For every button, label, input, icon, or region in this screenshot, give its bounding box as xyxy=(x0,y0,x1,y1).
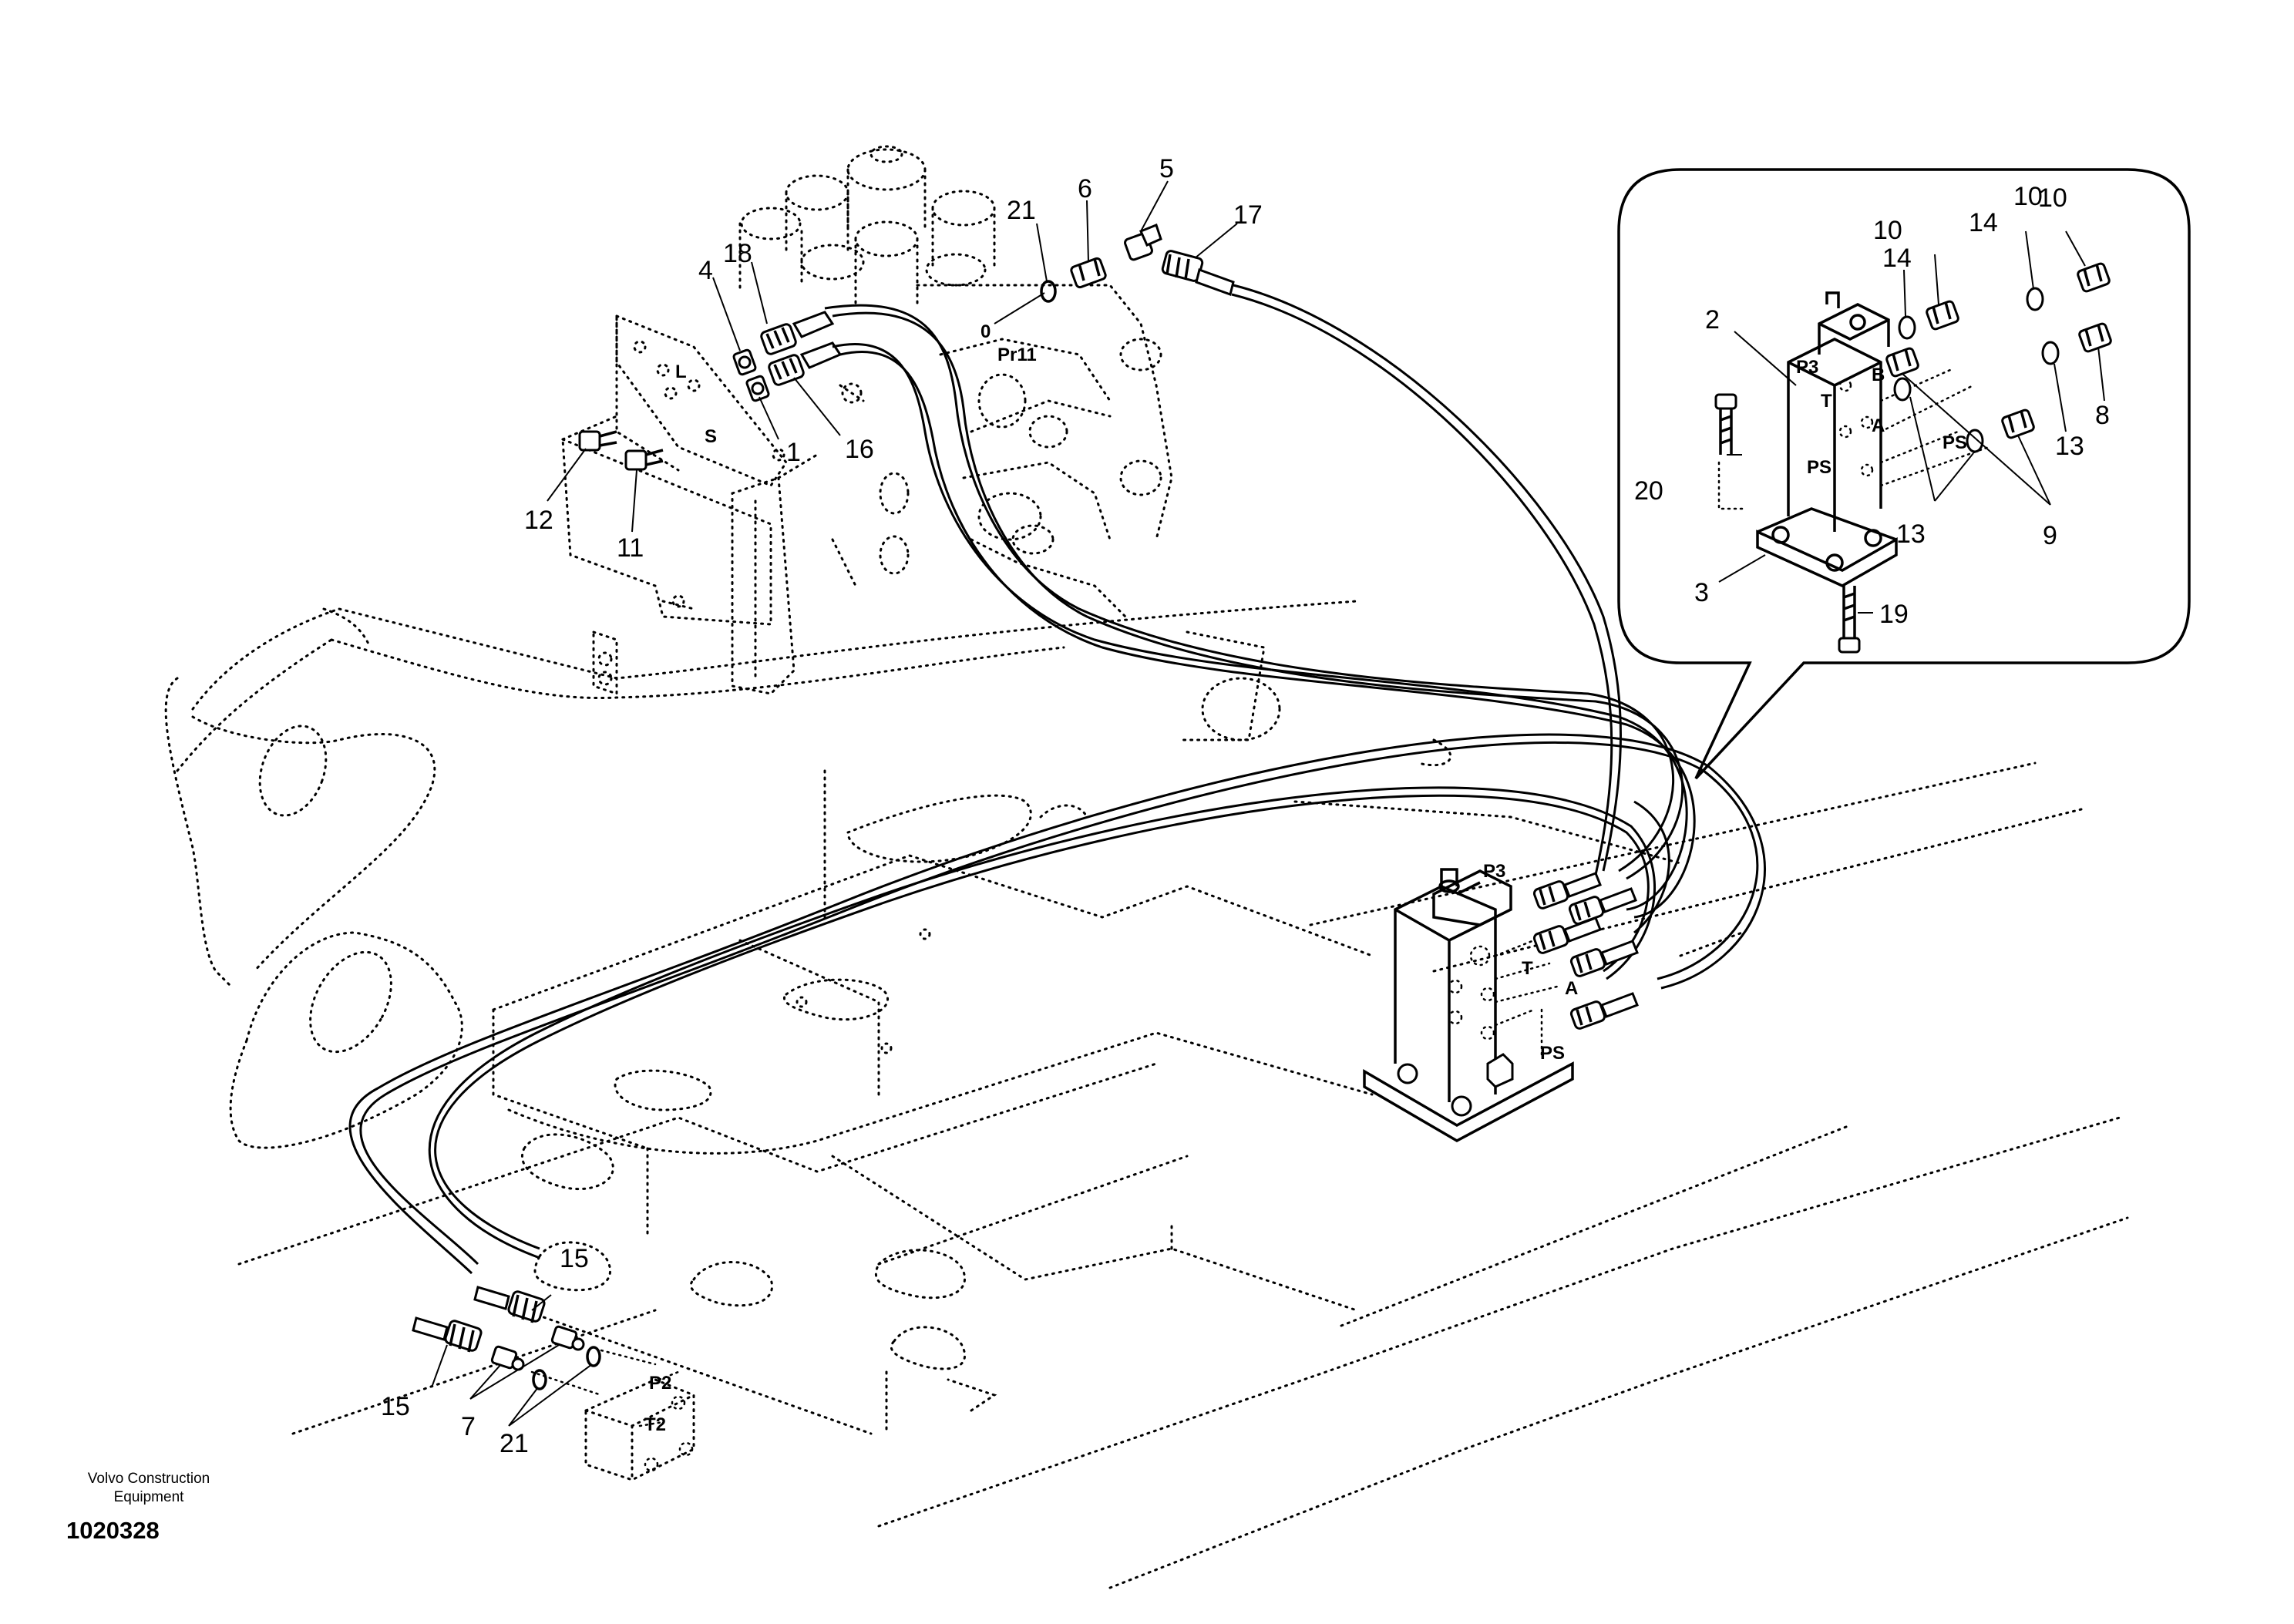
port-label-p3-main: P3 xyxy=(1483,861,1505,882)
callout-10b: 10 xyxy=(2038,183,2067,213)
port-labels: L S 0 Pr11 P3 T A PS P3 B T A PS PS P2 T… xyxy=(644,321,1967,1435)
detail-fittings xyxy=(1714,262,2112,654)
hose-end-18 xyxy=(760,311,835,355)
port-label-s: S xyxy=(705,426,717,447)
port-label-t2: T2 xyxy=(644,1414,666,1435)
hose-end-16 xyxy=(768,341,843,386)
port-label-t-main: T xyxy=(1522,958,1533,979)
solenoid-valve-detail xyxy=(1717,291,1990,587)
callout-10c: 10 xyxy=(2013,182,2043,211)
port-label-b-detail: B xyxy=(1872,365,1885,385)
adapter-7a xyxy=(490,1345,525,1371)
hoses xyxy=(348,284,1766,1275)
callout-20: 20 xyxy=(1634,476,1663,506)
callout-8: 8 xyxy=(2095,401,2110,430)
hose-end-15a xyxy=(412,1316,483,1353)
hose-end-p3 xyxy=(1532,872,1602,910)
adapter-8 xyxy=(2078,322,2112,353)
adapter-1 xyxy=(745,375,770,402)
callout-15b: 15 xyxy=(560,1244,589,1273)
hose-end-ps xyxy=(1569,992,1639,1030)
callout-12: 12 xyxy=(524,506,553,535)
drawing-number: 1020328 xyxy=(66,1517,160,1544)
credit-company-line2: Equipment xyxy=(113,1489,184,1505)
callout-13a: 13 xyxy=(1896,519,1926,549)
callout-14b: 14 xyxy=(1969,208,1998,237)
port-label-p2: P2 xyxy=(649,1373,671,1394)
callout-7: 7 xyxy=(461,1412,476,1441)
leader-lines xyxy=(431,180,2105,1427)
callout-17: 17 xyxy=(1233,200,1263,230)
adapter-10b xyxy=(2077,262,2111,293)
callout-9: 9 xyxy=(2043,521,2057,550)
callout-5: 5 xyxy=(1159,154,1174,183)
port-label-p3-detail: P3 xyxy=(1796,357,1818,378)
control-valve xyxy=(738,145,1173,618)
port-label-ps-detail-2: PS xyxy=(1942,432,1967,453)
fittings-control-valve xyxy=(578,224,1235,471)
port-label-l: L xyxy=(675,361,687,382)
port-label-0: 0 xyxy=(980,321,991,342)
port-label-a-detail: A xyxy=(1872,415,1885,436)
callout-1: 1 xyxy=(786,438,801,467)
solenoid-valve-main xyxy=(1363,868,1574,1143)
callout-16: 16 xyxy=(845,435,874,464)
adapter-4 xyxy=(732,348,757,376)
callout-10a: 10 xyxy=(1873,216,1902,245)
hose-ends-main-valve xyxy=(1532,872,1639,1030)
adapter-9b xyxy=(2001,409,2035,439)
adapter-10a xyxy=(1926,300,1959,331)
callout-11: 11 xyxy=(617,533,644,563)
port-label-ps-main: PS xyxy=(1540,1043,1565,1064)
port-label-a-main: A xyxy=(1565,978,1578,999)
port-label-t-detail: T xyxy=(1821,391,1832,412)
lower-fittings xyxy=(412,1286,695,1481)
hose-end-17 xyxy=(1161,250,1235,296)
callout-3: 3 xyxy=(1694,578,1709,607)
detail-bubble xyxy=(1617,168,2191,780)
callout-15a: 15 xyxy=(381,1392,410,1421)
hose-end-t xyxy=(1532,916,1602,954)
hose-end-15b xyxy=(473,1286,546,1323)
callout-6: 6 xyxy=(1078,174,1092,203)
adapter-7b xyxy=(550,1325,585,1351)
callout-19: 19 xyxy=(1879,600,1909,629)
mounting-bracket xyxy=(561,314,796,696)
port-label-ps-detail: PS xyxy=(1807,457,1832,478)
callouts: 1 2 3 4 5 6 7 8 9 10 10 10 11 12 13 13 1… xyxy=(381,154,2110,1458)
adapter-6 xyxy=(1070,257,1107,289)
hose-end-a xyxy=(1569,940,1639,977)
port-label-pr11: Pr11 xyxy=(997,345,1037,365)
callout-4: 4 xyxy=(698,256,713,285)
bolt-19 xyxy=(1838,586,1861,654)
callout-18: 18 xyxy=(723,239,752,268)
bolt-20 xyxy=(1714,393,1737,455)
adapter-9a xyxy=(1885,347,1919,378)
lower-frame-outline xyxy=(237,762,2129,1589)
elbow-5 xyxy=(1124,224,1162,261)
bolt-11 xyxy=(624,449,664,471)
credit-company: Volvo Construction xyxy=(87,1471,210,1487)
callout-14a: 14 xyxy=(1882,244,1912,273)
hose-end-b xyxy=(1568,887,1637,925)
callout-13b: 13 xyxy=(2055,432,2084,461)
callout-21b: 21 xyxy=(500,1429,529,1458)
callout-2: 2 xyxy=(1705,305,1720,335)
upper-frame-outline xyxy=(164,600,1682,1149)
bolt-12 xyxy=(578,430,617,452)
callout-21a: 21 xyxy=(1007,196,1036,225)
